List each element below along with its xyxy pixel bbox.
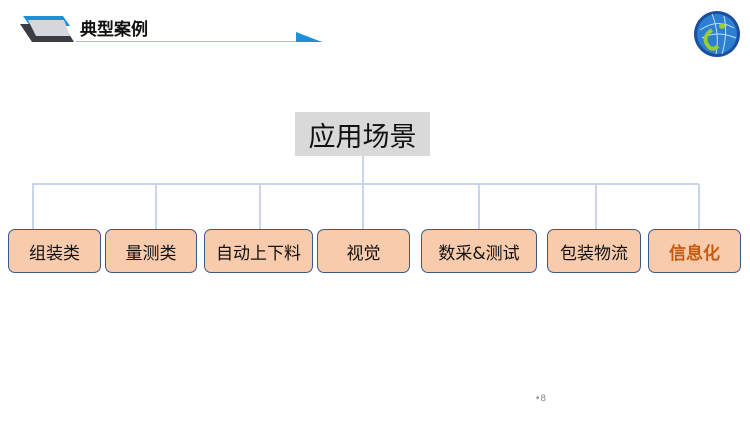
header-decoration-icon — [20, 16, 74, 42]
node-vision: 视觉 — [317, 229, 410, 273]
company-logo-icon — [694, 11, 740, 57]
header-arrow-icon — [296, 32, 322, 42]
node-informatization: 信息化 — [648, 229, 741, 273]
page-number-value: 8 — [540, 394, 547, 404]
node-assembly: 组装类 — [8, 229, 101, 273]
node-data-acquisition-testing: 数采&测试 — [421, 229, 537, 273]
node-measurement: 量测类 — [105, 229, 197, 273]
header-title: 典型案例 — [80, 20, 148, 40]
page-number: •8 — [535, 394, 547, 404]
node-packaging-logistics: 包装物流 — [547, 229, 641, 273]
diagram-root-node: 应用场景 — [295, 112, 430, 156]
header-underline — [76, 41, 322, 42]
node-auto-loading: 自动上下料 — [204, 229, 313, 273]
